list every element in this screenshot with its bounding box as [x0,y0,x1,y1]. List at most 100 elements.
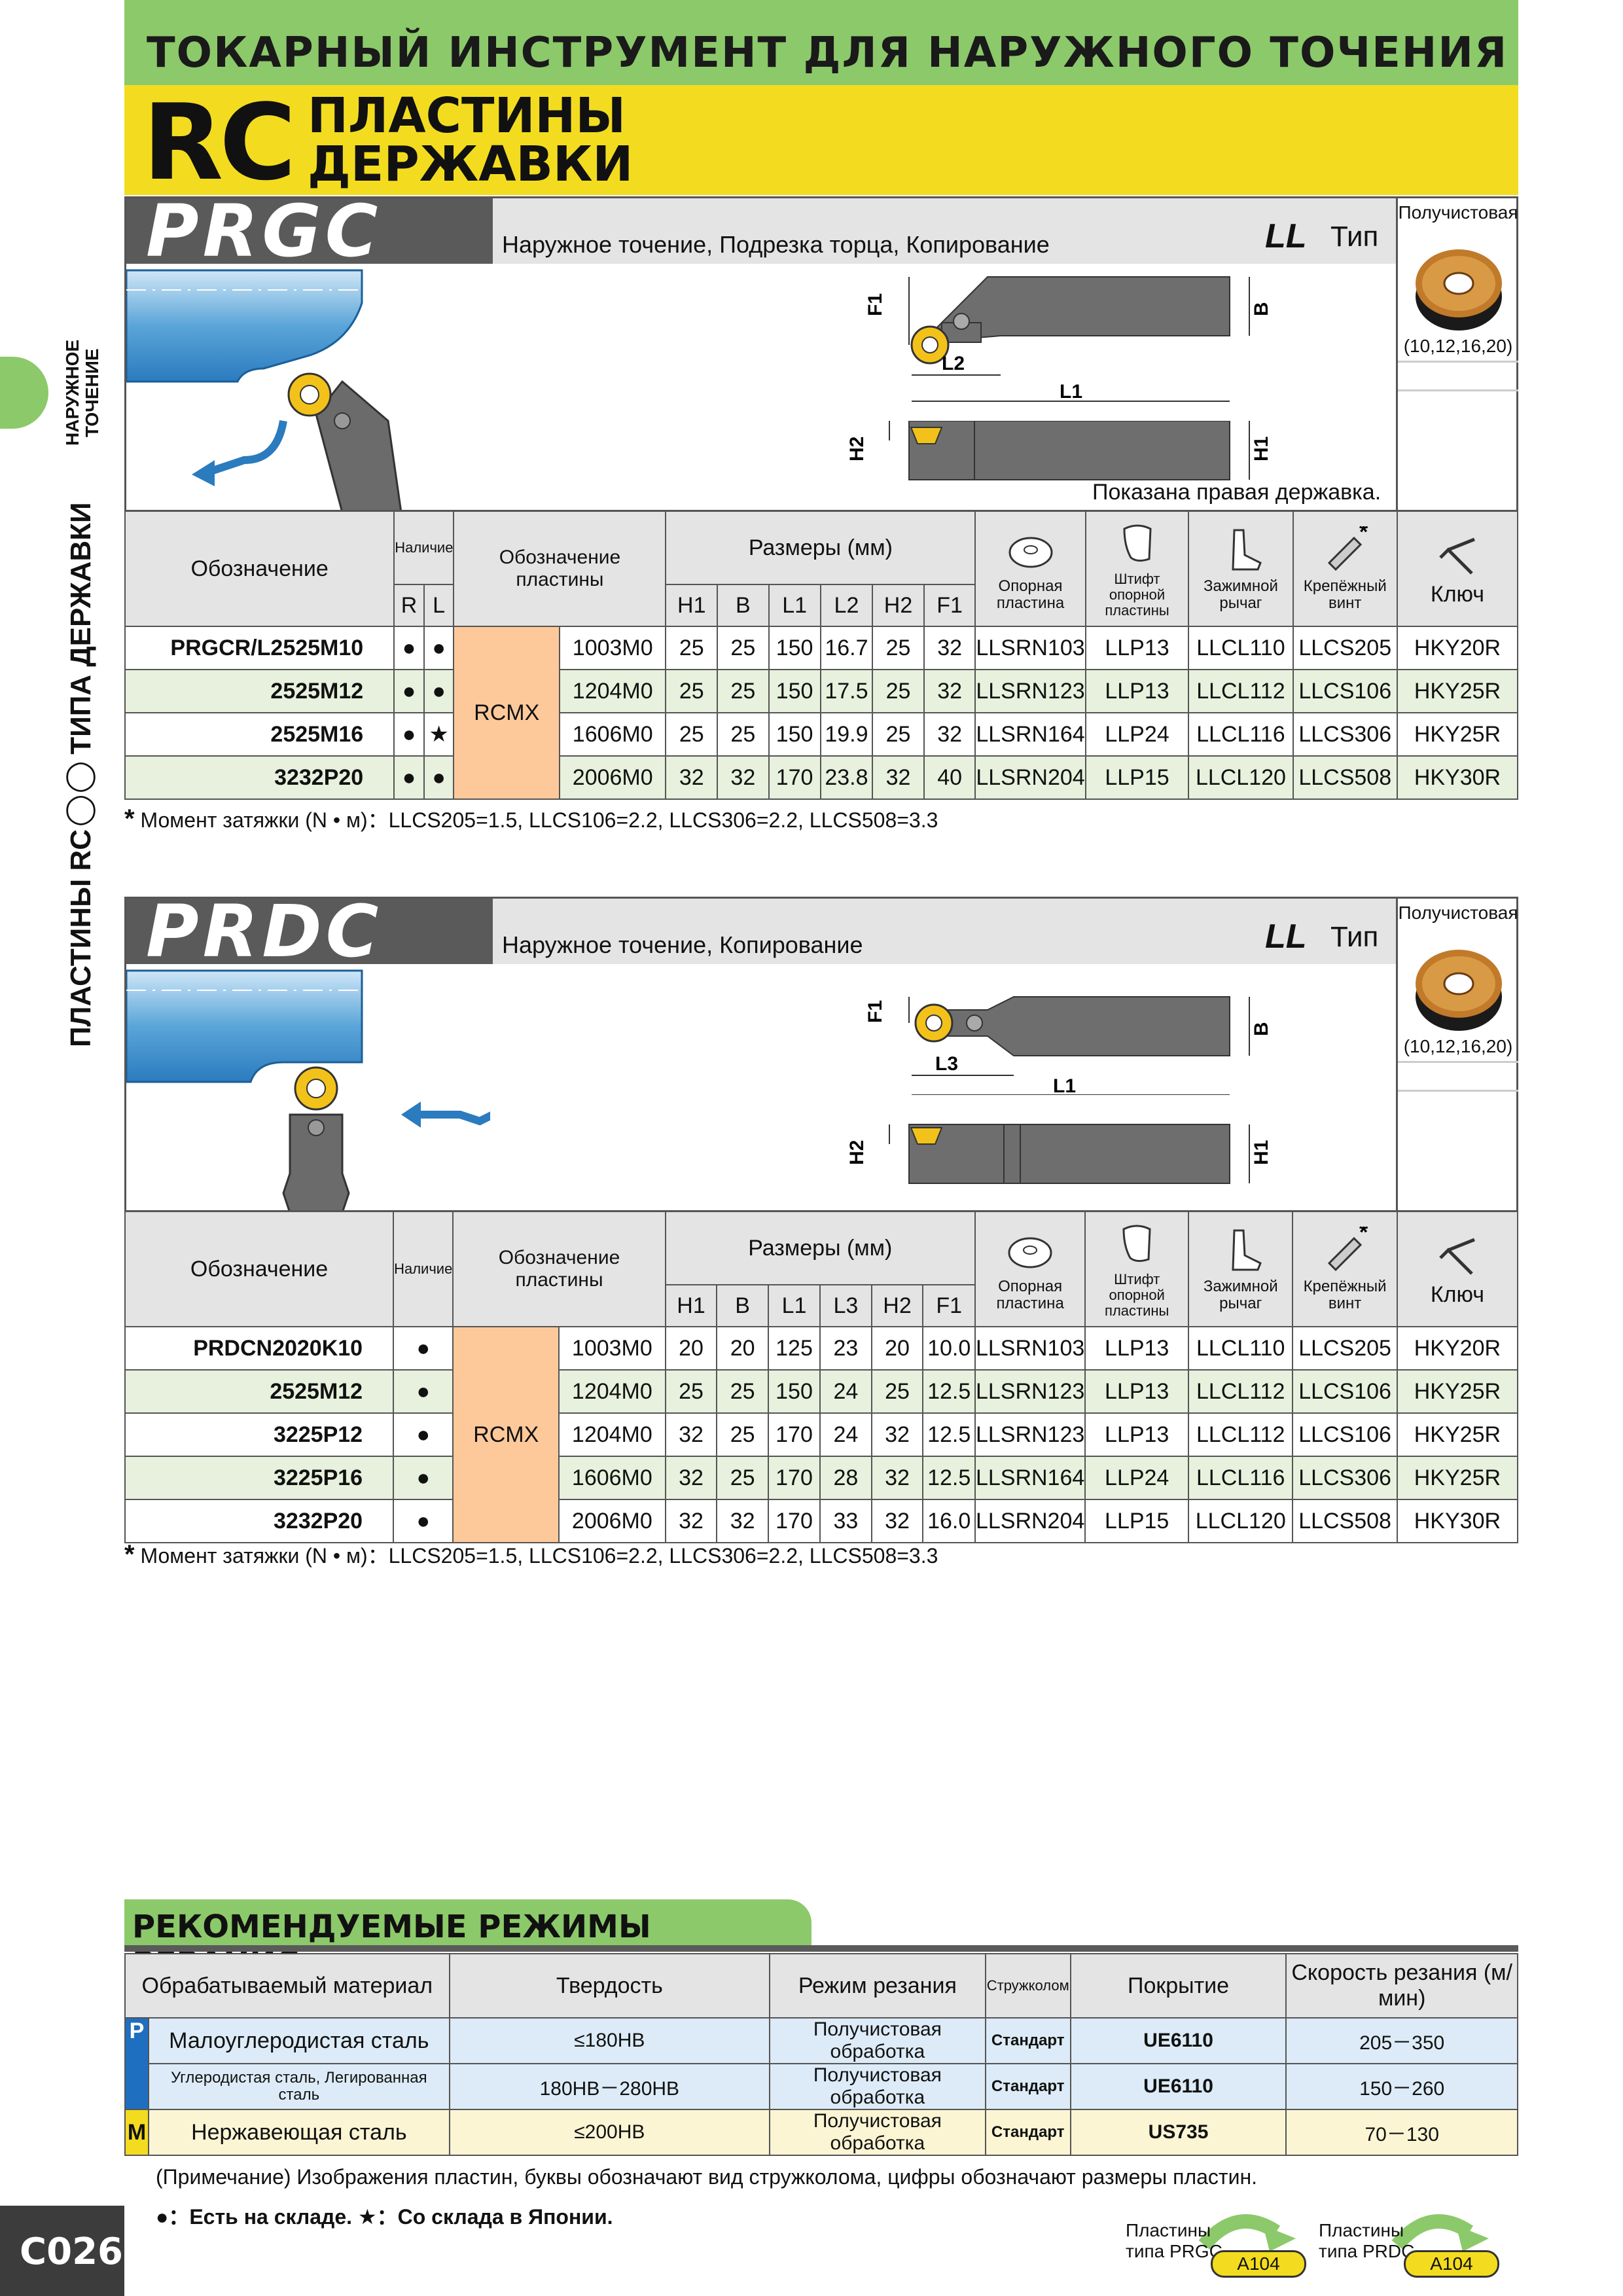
cutting-conditions-rule [124,1945,1518,1952]
col-lever: Зажимной рычаг [1188,511,1294,627]
prdc-insert-label: Получистовая [1398,903,1518,923]
cutting-conditions-tab: РЕКОМЕНДУЕМЫЕ РЕЖИМЫ РЕЗАНИЯ [124,1899,812,1982]
prgc-torque-note: * Момент затяжки (N • м)：LLCS205=1.5, LL… [124,804,938,833]
prgc-table: Обозначение Наличие Обозначение пластины… [124,511,1519,800]
prdc-torque-note: * Момент затяжки (N • м)：LLCS205=1.5, LL… [124,1540,938,1569]
ref-prdc-page[interactable]: A104 [1404,2250,1499,2278]
prdc-section: PRDC Наружное точение, Копирование LL Ти… [124,889,1518,1212]
seat-icon [1008,1237,1052,1268]
col-insert: Обозначение пластины [452,1211,666,1327]
col-pin: Штифт опорной пластины [1084,1211,1190,1327]
pin-icon [1122,1225,1151,1262]
side-tab-main-label: ПЛАСТИНЫ RC◯◯ ТИПА ДЕРЖАВКИ [65,502,97,1047]
col-lever: Зажимной рычаг [1188,1211,1294,1327]
prgc-holder-note: Показана правая державка. [1092,480,1382,505]
prdc-dim-l3: L3 [935,1053,958,1075]
prgc-dim-h1: H1 [1251,437,1272,461]
svg-text:*: * [1359,526,1368,545]
prgc-desc-bar [493,198,1396,264]
curved-arrow-icon [1198,2214,1296,2251]
col-designation: Обозначение [124,1211,395,1327]
prdc-type: Тип [1330,921,1379,953]
header-bar: ТОКАРНЫЙ ИНСТРУМЕНТ ДЛЯ НАРУЖНОГО ТОЧЕНИ… [124,0,1518,85]
prgc-dim-f1: F1 [865,293,886,316]
insert-image [1416,950,1502,1031]
prdc-ll: LL [1265,918,1307,956]
prdc-dim-h1: H1 [1251,1140,1272,1165]
prgc-application-illustration [126,269,402,510]
ref-link-prgc[interactable]: Пластины типа PRGC A104 [1126,2206,1322,2284]
stock-legend: ●：Есть на складе. ★：Со склада в Японии. [156,2205,613,2229]
col-sizes: Размеры (мм) [665,511,976,585]
prdc-table: Обозначение Наличие Обозначение пластины… [124,1211,1519,1543]
prgc-side-drawing: H2 H1 [846,421,1272,480]
prdc-desc-bar [493,899,1396,964]
table-row: P Малоуглеродистая сталь ≤180HB Получист… [124,2017,1518,2110]
prgc-name: PRGC [146,189,382,273]
page-number-box: C026 [0,2206,124,2296]
asterisk-icon: * [124,804,135,833]
cutting-conditions-table: Обрабатываемый материал Твердость Режим … [124,1953,1518,2156]
side-tab-small-label: НАРУЖНОЕ ТОЧЕНИЕ [62,339,102,446]
prdc-application-illustration [126,969,490,1210]
banner-line-1: ПЛАСТИНЫ [308,88,626,144]
prgc-dim-l2: L2 [942,353,965,374]
prdc-side-drawing: H2 H1 [846,1124,1272,1184]
prgc-type: Тип [1330,221,1379,253]
ref-link-prdc[interactable]: Пластины типа PRDC A104 [1319,2206,1518,2284]
prgc-dim-b: B [1251,302,1272,316]
col-seat: Опорная пластина [974,1211,1086,1327]
prgc-dimension-drawing: F1 B L2 L1 [865,276,1272,440]
footnote: (Примечание) Изображения пластин, буквы … [156,2165,1257,2189]
asterisk-icon: * [124,1540,135,1569]
col-designation: Обозначение [124,511,395,627]
group-p-badge: P [124,2017,149,2110]
prdc-name: PRDC [146,889,383,973]
ref-prgc-page[interactable]: A104 [1211,2250,1306,2278]
col-sizes: Размеры (мм) [664,1211,976,1285]
banner-line-2: ДЕРЖАВКИ [308,136,633,192]
prgc-ll: LL [1265,217,1307,255]
table-row: Углеродистая сталь, Легированная сталь 1… [125,2063,1518,2110]
col-screw: * Крепёжный винт [1292,511,1398,627]
lever-icon [1232,529,1262,570]
insert-type: RCMX [452,1326,560,1543]
pin-icon [1123,524,1152,562]
ref-prgc-label: Пластины типа PRGC [1126,2220,1222,2261]
prdc-dim-h2: H2 [846,1140,868,1165]
curved-arrow-icon [1391,2214,1489,2251]
prdc-insert-panel: Получистовая (10,12,16,20) [1396,899,1518,1210]
seat-icon [1008,537,1053,567]
prdc-dim-l1: L1 [1053,1075,1076,1095]
header-title: ТОКАРНЫЙ ИНСТРУМЕНТ ДЛЯ НАРУЖНОГО ТОЧЕНИ… [147,29,1508,77]
insert-type: RCMX [453,626,561,800]
prgc-insert-sizes: (10,12,16,20) [1403,336,1513,356]
lever-icon [1232,1229,1262,1270]
side-tab-marker [0,357,48,429]
screw-icon: * [1327,1220,1368,1271]
screw-icon: * [1328,520,1368,571]
ref-prdc-label: Пластины типа PRDC [1319,2220,1415,2261]
prdc-insert-sizes: (10,12,16,20) [1403,1036,1513,1056]
prdc-name-box: PRDC [126,889,493,973]
product-banner: RC ПЛАСТИНЫ ДЕРЖАВКИ [124,81,1518,204]
table-row: M Нержавеющая сталь ≤200HB Получистовая … [124,2109,1518,2156]
key-icon [1439,1238,1475,1275]
prdc-dimension-drawing: F1 B L3 L1 [865,996,1272,1095]
key-icon [1439,537,1475,575]
prdc-dim-b: B [1251,1022,1272,1036]
col-screw: * Крепёжный винт [1292,1211,1398,1327]
group-m-badge: M [124,2109,149,2156]
insert-image [1416,249,1502,331]
col-stock: Наличие [393,1211,454,1327]
svg-text:*: * [1359,1227,1368,1245]
prdc-dim-f1: F1 [865,1000,886,1023]
